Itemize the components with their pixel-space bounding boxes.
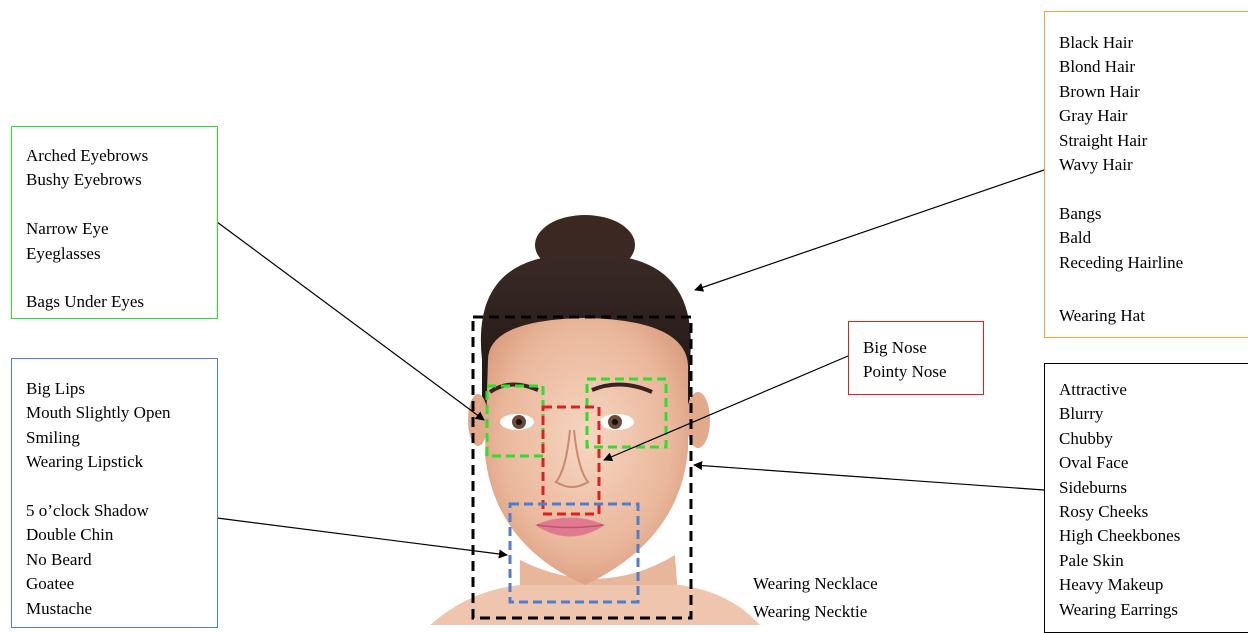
attr-bald: Bald — [1059, 226, 1183, 250]
attr-pointy-nose: Pointy Nose — [863, 360, 947, 384]
attr-heavy-makeup: Heavy Makeup — [1059, 573, 1180, 597]
attr-mouth-slightly-open: Mouth Slightly Open — [26, 401, 171, 425]
attr-blurry: Blurry — [1059, 402, 1180, 426]
portrait — [430, 215, 760, 625]
hair-arrow — [695, 170, 1044, 290]
attr-mustache: Mustache — [26, 597, 171, 621]
attr-wearing-earrings: Wearing Earrings — [1059, 598, 1180, 622]
attr-double-chin: Double Chin — [26, 523, 171, 547]
attr-gray-hair: Gray Hair — [1059, 104, 1183, 128]
attr-chubby: Chubby — [1059, 427, 1180, 451]
attr-oval-face: Oval Face — [1059, 451, 1180, 475]
attr-big-lips: Big Lips — [26, 377, 171, 401]
attr-receding-hairline: Receding Hairline — [1059, 251, 1183, 275]
attr-high-cheekbones: High Cheekbones — [1059, 524, 1180, 548]
mouth-attribute-box: Big Lips Mouth Slightly Open Smiling Wea… — [11, 358, 218, 628]
face-arrow — [694, 465, 1044, 490]
attr-black-hair: Black Hair — [1059, 31, 1183, 55]
attr-goatee: Goatee — [26, 572, 171, 596]
attr-attractive: Attractive — [1059, 378, 1180, 402]
attr-smiling: Smiling — [26, 426, 171, 450]
attr-arched-eyebrows: Arched Eyebrows — [26, 144, 148, 168]
left-ear — [468, 394, 488, 446]
attr-no-beard: No Beard — [26, 548, 171, 572]
attr-blond-hair: Blond Hair — [1059, 55, 1183, 79]
attr-wearing-necklace: Wearing Necklace — [753, 571, 878, 597]
attr-eyeglasses: Eyeglasses — [26, 242, 148, 266]
attr-bags-under-eyes: Bags Under Eyes — [26, 290, 148, 314]
attr-wearing-lipstick: Wearing Lipstick — [26, 450, 171, 474]
attr-brown-hair: Brown Hair — [1059, 80, 1183, 104]
attr-rosy-cheeks: Rosy Cheeks — [1059, 500, 1180, 524]
attr-narrow-eye: Narrow Eye — [26, 217, 148, 241]
face-shape — [485, 318, 688, 585]
attr-bangs: Bangs — [1059, 202, 1183, 226]
eyes-arrow — [217, 222, 484, 420]
mouth-arrow — [217, 518, 507, 555]
attr-wearing-necktie: Wearing Necktie — [753, 599, 867, 625]
attr-pale-skin: Pale Skin — [1059, 549, 1180, 573]
face-attribute-box: Attractive Blurry Chubby Oval Face Sideb… — [1044, 363, 1248, 633]
eyes-attribute-box: Arched Eyebrows Bushy Eyebrows Narrow Ey… — [11, 126, 218, 319]
nose-attribute-box: Big Nose Pointy Nose — [848, 321, 984, 395]
hair-attribute-box: Black Hair Blond Hair Brown Hair Gray Ha… — [1044, 11, 1248, 338]
attr-big-nose: Big Nose — [863, 336, 947, 360]
attr-wavy-hair: Wavy Hair — [1059, 153, 1183, 177]
attr-5-oclock-shadow: 5 o’clock Shadow — [26, 499, 171, 523]
attr-wearing-hat: Wearing Hat — [1059, 304, 1183, 328]
attr-straight-hair: Straight Hair — [1059, 129, 1183, 153]
attr-sideburns: Sideburns — [1059, 476, 1180, 500]
attr-bushy-eyebrows: Bushy Eyebrows — [26, 168, 148, 192]
